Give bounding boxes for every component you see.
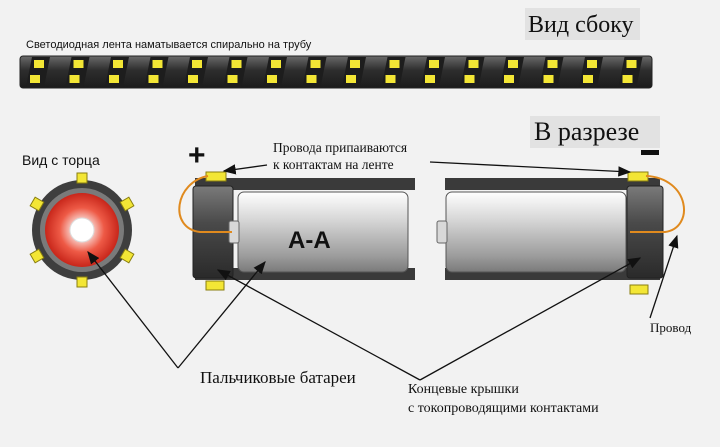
led-pad — [26, 57, 50, 87]
battery-type-label: А-А — [288, 227, 331, 254]
end-view-led — [119, 248, 135, 264]
section-title: В разрезе — [534, 117, 639, 146]
end-view-led — [29, 248, 45, 264]
led-pad — [381, 57, 406, 87]
led-pad — [500, 57, 524, 87]
led-strip — [26, 57, 643, 87]
section-title-bg — [530, 116, 660, 148]
arrow-to-end-view-battery — [87, 250, 179, 369]
led-pad — [65, 57, 90, 87]
led-pad — [618, 57, 643, 87]
led-pad — [579, 57, 603, 87]
led-pad — [342, 57, 366, 87]
led-pad — [460, 57, 485, 87]
leader-lines — [87, 161, 679, 381]
batteries-label: Пальчиковые батареи — [200, 368, 356, 387]
tube-body — [19, 55, 653, 89]
arrow-to-right-pad — [429, 161, 632, 177]
wire-label: Провод — [650, 320, 692, 335]
led-pad — [539, 57, 564, 87]
tape-caption: Светодиодная лента наматывается спиральн… — [26, 39, 312, 51]
side-view-title: Вид сбоку — [528, 12, 634, 38]
wires-soldered-label-line2: к контактам на ленте — [273, 157, 394, 172]
end-view-title: Вид с торца — [22, 152, 100, 168]
left-wire — [178, 175, 232, 233]
end-view-center-contact — [69, 217, 95, 243]
end-view-led — [76, 172, 88, 184]
led-tube-side-view — [19, 55, 653, 89]
led-pad — [144, 57, 169, 87]
arrow-to-wire — [649, 234, 679, 319]
right-tube-top-wall — [445, 178, 660, 190]
left-tube-top-wall — [195, 178, 415, 190]
side-view-title-bg — [525, 8, 640, 40]
led-pad — [302, 57, 327, 87]
left-bottom-led-pad — [205, 280, 225, 291]
led-pad — [263, 57, 287, 87]
right-battery-body — [445, 191, 627, 273]
end-view-led — [76, 276, 88, 288]
left-top-led-pad — [205, 171, 227, 182]
minus-sign — [641, 150, 659, 155]
right-battery-terminal — [436, 220, 448, 244]
end-view-led — [119, 196, 135, 212]
arrow-to-left-pad — [222, 164, 268, 175]
plus-sign: + — [188, 139, 206, 172]
led-pad — [184, 57, 208, 87]
end-caps-label-line1: Концевые крышки — [408, 382, 519, 397]
led-pad — [223, 57, 248, 87]
right-tube-section — [436, 171, 685, 295]
arrow-to-left-battery — [177, 260, 266, 369]
end-caps-label-line2: с токопроводящими контактами — [408, 401, 599, 416]
end-view-leds — [29, 172, 135, 288]
arrow-to-right-end-cap — [419, 257, 642, 381]
right-bottom-led-pad — [629, 284, 649, 295]
led-pad — [421, 57, 445, 87]
wires-soldered-label-line1: Провода припаиваются — [273, 140, 407, 155]
end-view — [29, 172, 135, 288]
right-wire — [630, 175, 685, 233]
arrow-to-left-end-cap — [216, 269, 421, 381]
led-pad — [105, 57, 129, 87]
left-tube-section: А-А — [178, 171, 415, 291]
right-top-led-pad — [627, 171, 649, 182]
end-view-led — [29, 196, 45, 212]
